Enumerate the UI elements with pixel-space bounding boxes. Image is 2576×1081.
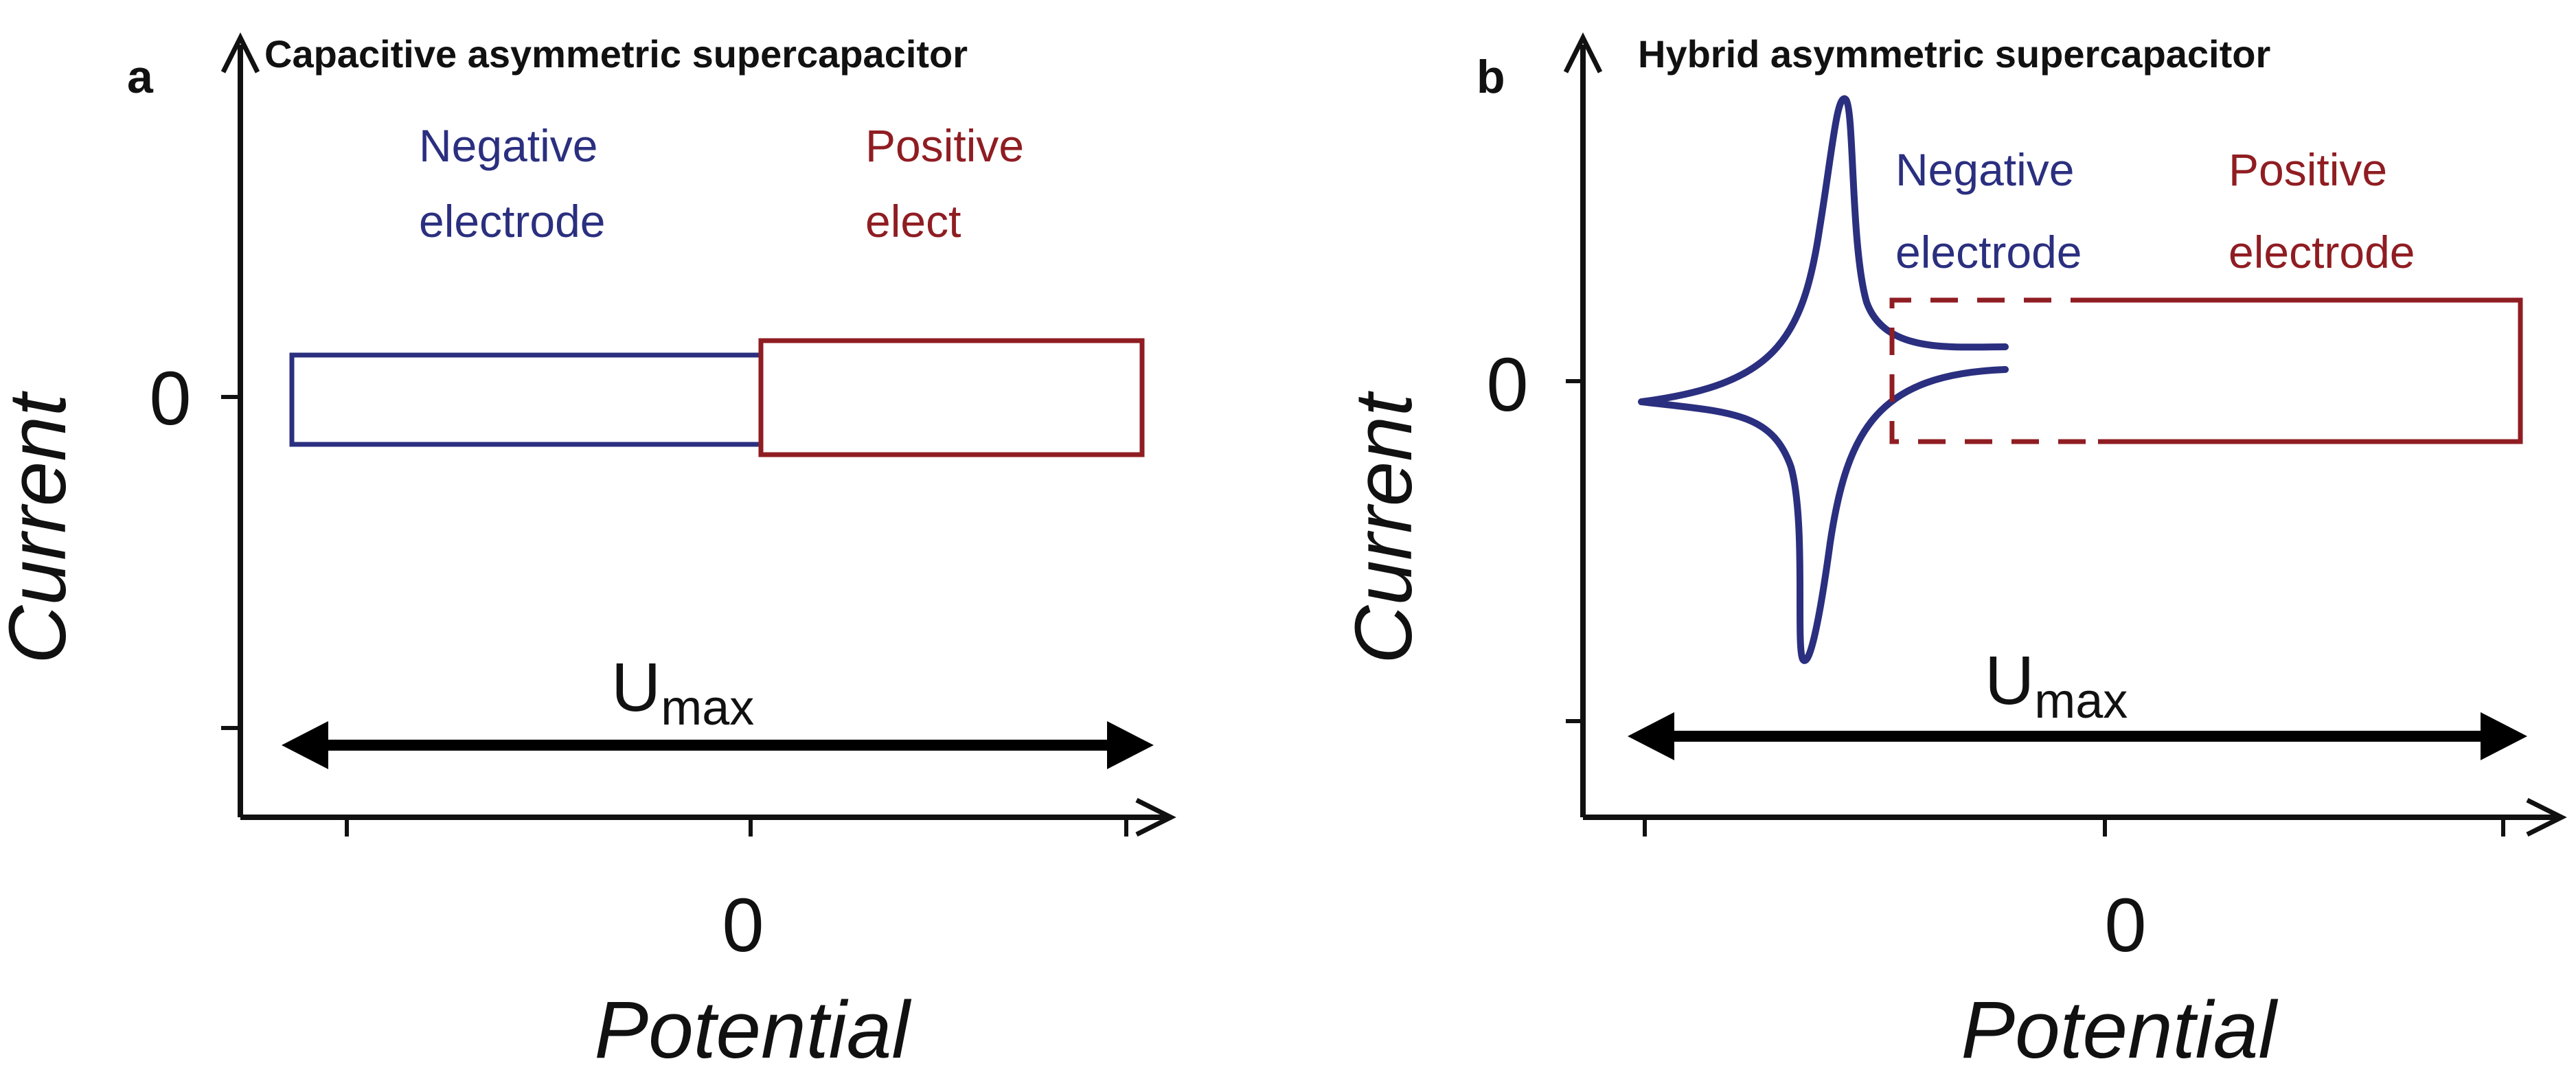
panel-b-positive-label-2: electrode [2229,227,2415,277]
panel-a-letter: a [127,51,154,103]
panel-b-x-zero-label: 0 [2104,883,2146,968]
panel-b-title: Hybrid asymmetric supercapacitor [1638,32,2270,76]
panel-a-x-zero-label: 0 [722,883,764,968]
panel-a-umax-arrowhead-left [282,721,328,769]
panel-b-y-axis-arrowhead [1563,32,1603,73]
panel-a-y-axis-arrowhead [220,32,260,73]
panel-b-positive-label-1: Positive [2229,144,2387,195]
panel-b-negative-label-1: Negative [1895,144,2075,195]
panel-a-x-axis-arrowhead [1135,797,1176,837]
panel-b: b Hybrid asymmetric supercapacitor 0 0 C… [1338,32,2567,1076]
panel-b-y-zero-label: 0 [1486,343,1528,427]
panel-a-negative-rect [289,352,764,447]
panel-b-y-axis-label: Current [1338,391,1429,664]
panel-a-umax-label: Umax [611,649,754,736]
panel-a-title: Capacitive asymmetric supercapacitor [264,32,968,76]
panel-a-positive-rect [758,338,1145,457]
panel-a-y-zero-label: 0 [149,356,191,441]
panel-a-x-axis-label: Potential [594,985,911,1076]
panel-b-negative-cv-curve [1638,95,2009,664]
panel-b-negative-label-2: electrode [1895,227,2082,277]
panel-b-umax-arrowhead-left [1628,712,1674,760]
panel-a-umax-arrowhead-right [1107,721,1154,769]
panel-a-negative-label-1: Negative [419,120,598,171]
panel-b-positive-rect-dashed [1889,297,2098,444]
panel-a-negative-label-2: electrode [419,196,606,247]
panel-a-y-axis-label: Current [0,391,83,664]
panel-b-umax-arrowhead-right [2481,712,2527,760]
panel-b-x-axis-arrowhead [2526,797,2567,837]
panel-b-letter: b [1477,51,1505,103]
panel-b-umax-label: Umax [1985,642,2128,729]
panel-a: a Capacitive asymmetric supercapacitor 0… [0,32,1176,1076]
panel-a-positive-label-2: elect [865,196,961,247]
panel-b-x-axis-label: Potential [1961,985,2278,1076]
panel-b-positive-rect [2098,297,2523,444]
panel-a-positive-label-1: Positive [865,120,1024,171]
